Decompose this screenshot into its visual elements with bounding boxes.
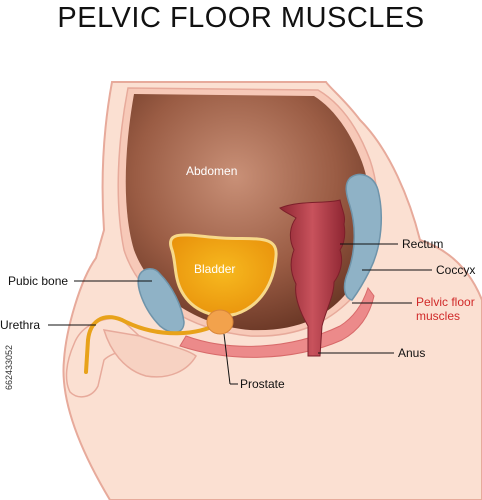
label-urethra: Urethra bbox=[0, 318, 41, 332]
page-title: PELVIC FLOOR MUSCLES bbox=[57, 2, 425, 34]
rectum bbox=[279, 199, 346, 357]
leader-lines bbox=[48, 243, 432, 385]
label-coccyx: Coccyx bbox=[436, 263, 476, 277]
pelvic-floor-muscle bbox=[179, 286, 375, 358]
coccyx-bone bbox=[343, 173, 382, 301]
label-anus: Anus bbox=[398, 346, 426, 360]
prostate bbox=[206, 309, 234, 335]
urethra bbox=[84, 315, 220, 374]
label-prostate: Prostate bbox=[240, 377, 285, 391]
label-bladder: Bladder bbox=[194, 262, 236, 276]
label-abdomen: Abdomen bbox=[186, 164, 238, 178]
stock-id: 662433052 bbox=[4, 344, 14, 390]
label-pelvic-floor-muscles: Pelvic floor muscles bbox=[416, 295, 475, 323]
pubic-bone bbox=[137, 268, 185, 334]
scrotum bbox=[102, 329, 197, 378]
bladder bbox=[169, 233, 278, 318]
label-pubic-bone: Pubic bone bbox=[8, 274, 69, 288]
label-rectum: Rectum bbox=[402, 237, 444, 251]
